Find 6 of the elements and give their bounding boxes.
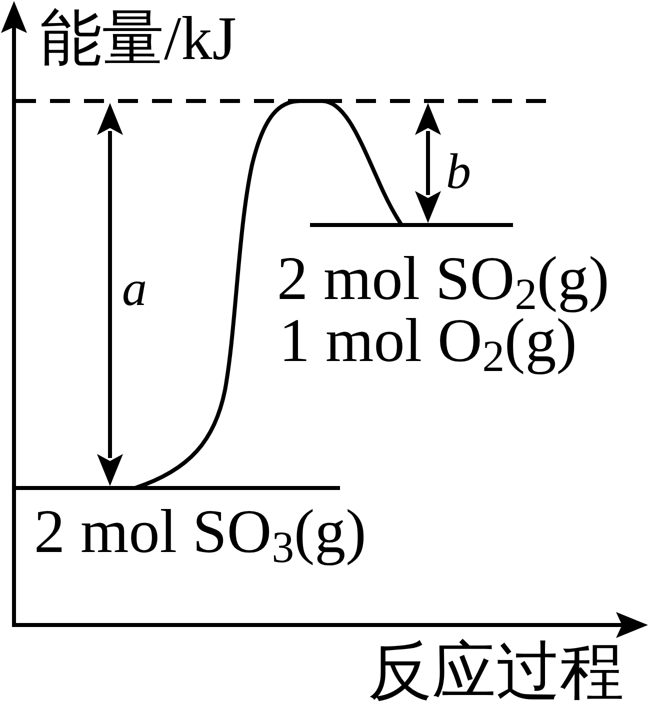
dimension-label: b xyxy=(446,146,471,196)
species-label: 2 mol SO$_{2}$(g) xyxy=(277,248,610,310)
dimension-label: a xyxy=(122,263,147,313)
axis-label: 能量/kJ xyxy=(40,8,236,70)
axis-label: 反应过程 xyxy=(368,640,624,702)
species-label: 2 mol SO$_{3}$(g) xyxy=(34,501,366,563)
